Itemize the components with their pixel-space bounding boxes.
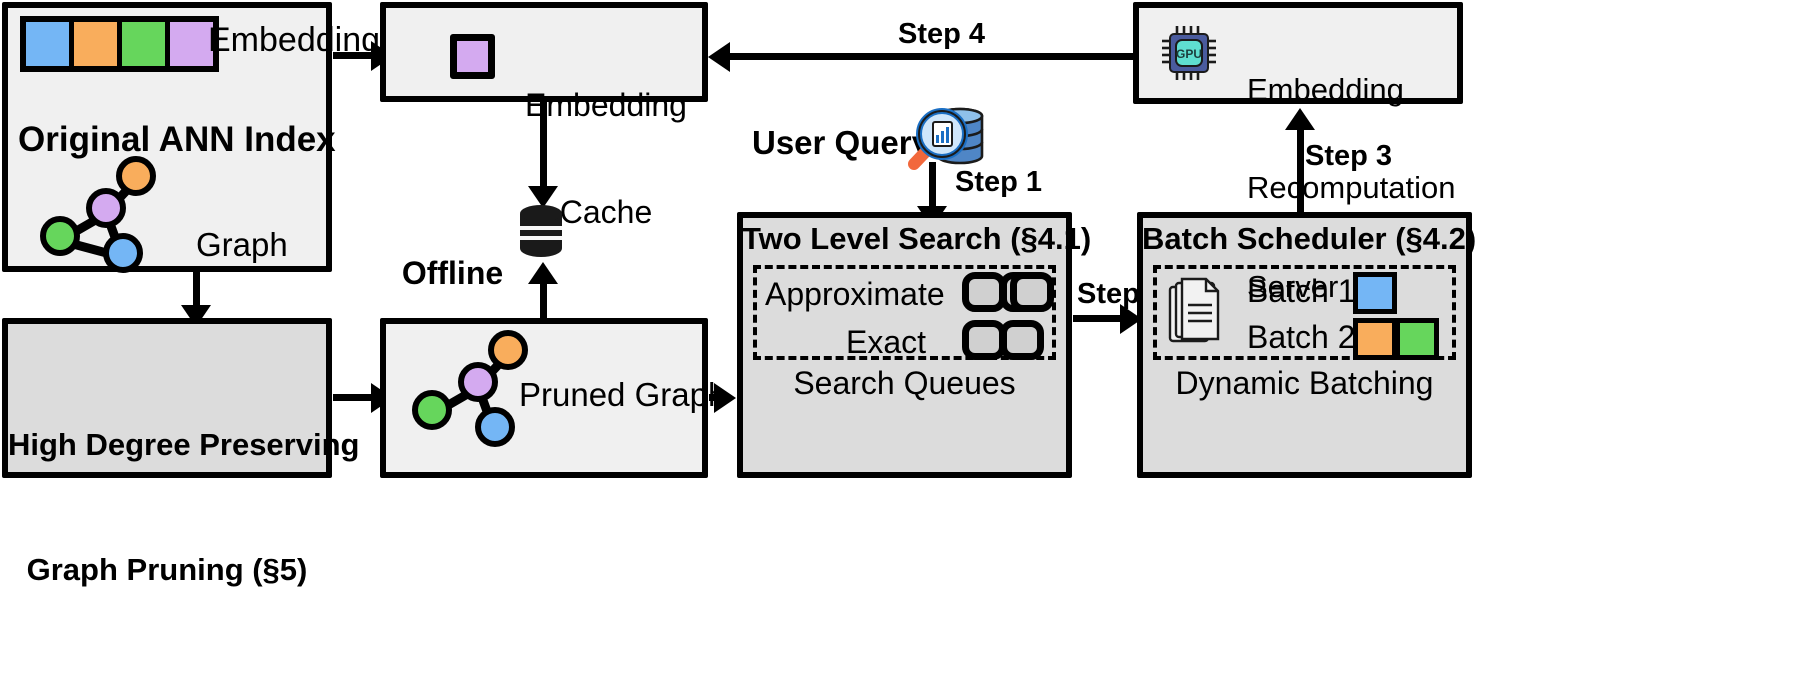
arrow-cache-to-storage-line: [540, 102, 547, 190]
embedding-swatch-blue: [26, 22, 69, 66]
database-groove: [520, 236, 562, 240]
embedding-swatch-green: [122, 22, 165, 66]
graph-node-orange: [116, 156, 156, 196]
pruned-graph-label: Pruned Graph: [519, 376, 727, 413]
original-index-graph: [40, 156, 170, 273]
embedding-cache-label: Embedding Cache: [516, 16, 696, 303]
arrow-step4-line: [722, 53, 1134, 60]
step3-label: Step 3: [1305, 140, 1393, 172]
offline-storage-line1: Offline: [401, 254, 504, 291]
graph-pruning-line1: High Degree Preserving: [8, 426, 360, 462]
batch-chip-blue: [1353, 272, 1397, 314]
database-disk: [520, 205, 562, 222]
arrow-pruned-to-search-head: [714, 383, 736, 413]
step1-label: Step 1: [955, 166, 1043, 198]
queue-slot[interactable]: [962, 272, 1006, 312]
diagram-canvas: Embedding Original ANN Index Graph Embed…: [2, 2, 1477, 587]
batch-scheduler-title: Batch Scheduler (§4.2): [1142, 221, 1477, 256]
graph-pruning-label: High Degree Preserving Graph Pruning (§5…: [8, 340, 360, 675]
graph-node-purple: [86, 188, 126, 228]
search-queues-dashed-region: [753, 265, 1056, 360]
recomputation-server-label: Embedding Recomputation Server: [1247, 8, 1456, 369]
exact-queue-label: Exact: [846, 324, 927, 360]
graph-pruning-box[interactable]: [2, 318, 332, 478]
batch-chip-orange: [1353, 318, 1397, 360]
embedding-cache-box[interactable]: [380, 2, 708, 102]
arrow-pruned-to-storage-line: [540, 282, 547, 320]
graph-node-orange: [488, 330, 528, 370]
original-ann-index-title: Original ANN Index: [18, 120, 336, 159]
embedding-swatch-purple: [170, 22, 213, 66]
graph-pruning-line2: Graph Pruning (§5): [26, 552, 308, 588]
dynamic-batching-dashed-region: [1153, 265, 1456, 360]
batch-chip-green: [1395, 318, 1439, 360]
user-query-label: User Query: [752, 124, 930, 161]
pruned-graph-visual: [412, 330, 537, 448]
arrow-step4-head: [708, 42, 730, 72]
gpu-chip-icon-text: GPU: [1176, 47, 1202, 61]
queue-slot[interactable]: [1010, 272, 1054, 312]
recomputation-server-line1: Embedding: [1247, 71, 1404, 107]
step4-label: Step 4: [898, 18, 986, 50]
approximate-queue-label: Approximate: [765, 276, 945, 312]
arrow-pruned-to-storage-head: [528, 262, 558, 284]
embedding-swatch-strip: [20, 16, 219, 72]
embedding-cache-line2: Cache: [559, 194, 653, 231]
recomputation-server-line2: Recomputation: [1247, 170, 1456, 206]
graph-node-green: [40, 216, 80, 256]
arrow-index-to-cache-line: [333, 52, 373, 59]
arrow-pruning-to-pruned-line: [333, 394, 373, 401]
two-level-search-title: Two Level Search (§4.1): [742, 221, 1092, 256]
arrow-step3-head: [1285, 108, 1315, 130]
magnifier-database-icon: [908, 107, 984, 170]
graph-label: Graph: [196, 226, 288, 263]
graph-node-green: [412, 390, 452, 430]
graph-node-purple: [458, 362, 498, 402]
database-disk: [520, 240, 562, 257]
arrow-index-to-pruning-line: [193, 272, 200, 310]
arrow-step2-line: [1073, 315, 1125, 322]
graph-node-blue: [103, 233, 143, 273]
arrow-cache-to-storage-head: [528, 186, 558, 208]
arrow-step3-line: [1297, 128, 1304, 212]
graph-node-blue: [475, 407, 515, 447]
purple-square-icon: [450, 34, 495, 79]
batch-2-label: Batch 2: [1247, 319, 1356, 355]
search-queues-footer: Search Queues: [793, 365, 1016, 401]
dynamic-batching-footer: Dynamic Batching: [1175, 365, 1434, 401]
queue-slot[interactable]: [1000, 320, 1044, 360]
gpu-chip-icon: GPU: [1162, 26, 1216, 80]
arrow-step1-line: [929, 162, 936, 212]
arrow-step2-head: [1120, 304, 1142, 334]
database-icon: [520, 205, 562, 257]
documents-icon: [1168, 277, 1220, 343]
embedding-cache-line1: Embedding: [525, 86, 687, 123]
batch-1-label: Batch 1: [1247, 273, 1356, 309]
database-groove: [520, 226, 562, 230]
recomputation-server-line3: Server: [1247, 268, 1339, 304]
embedding-swatch-orange: [74, 22, 117, 66]
